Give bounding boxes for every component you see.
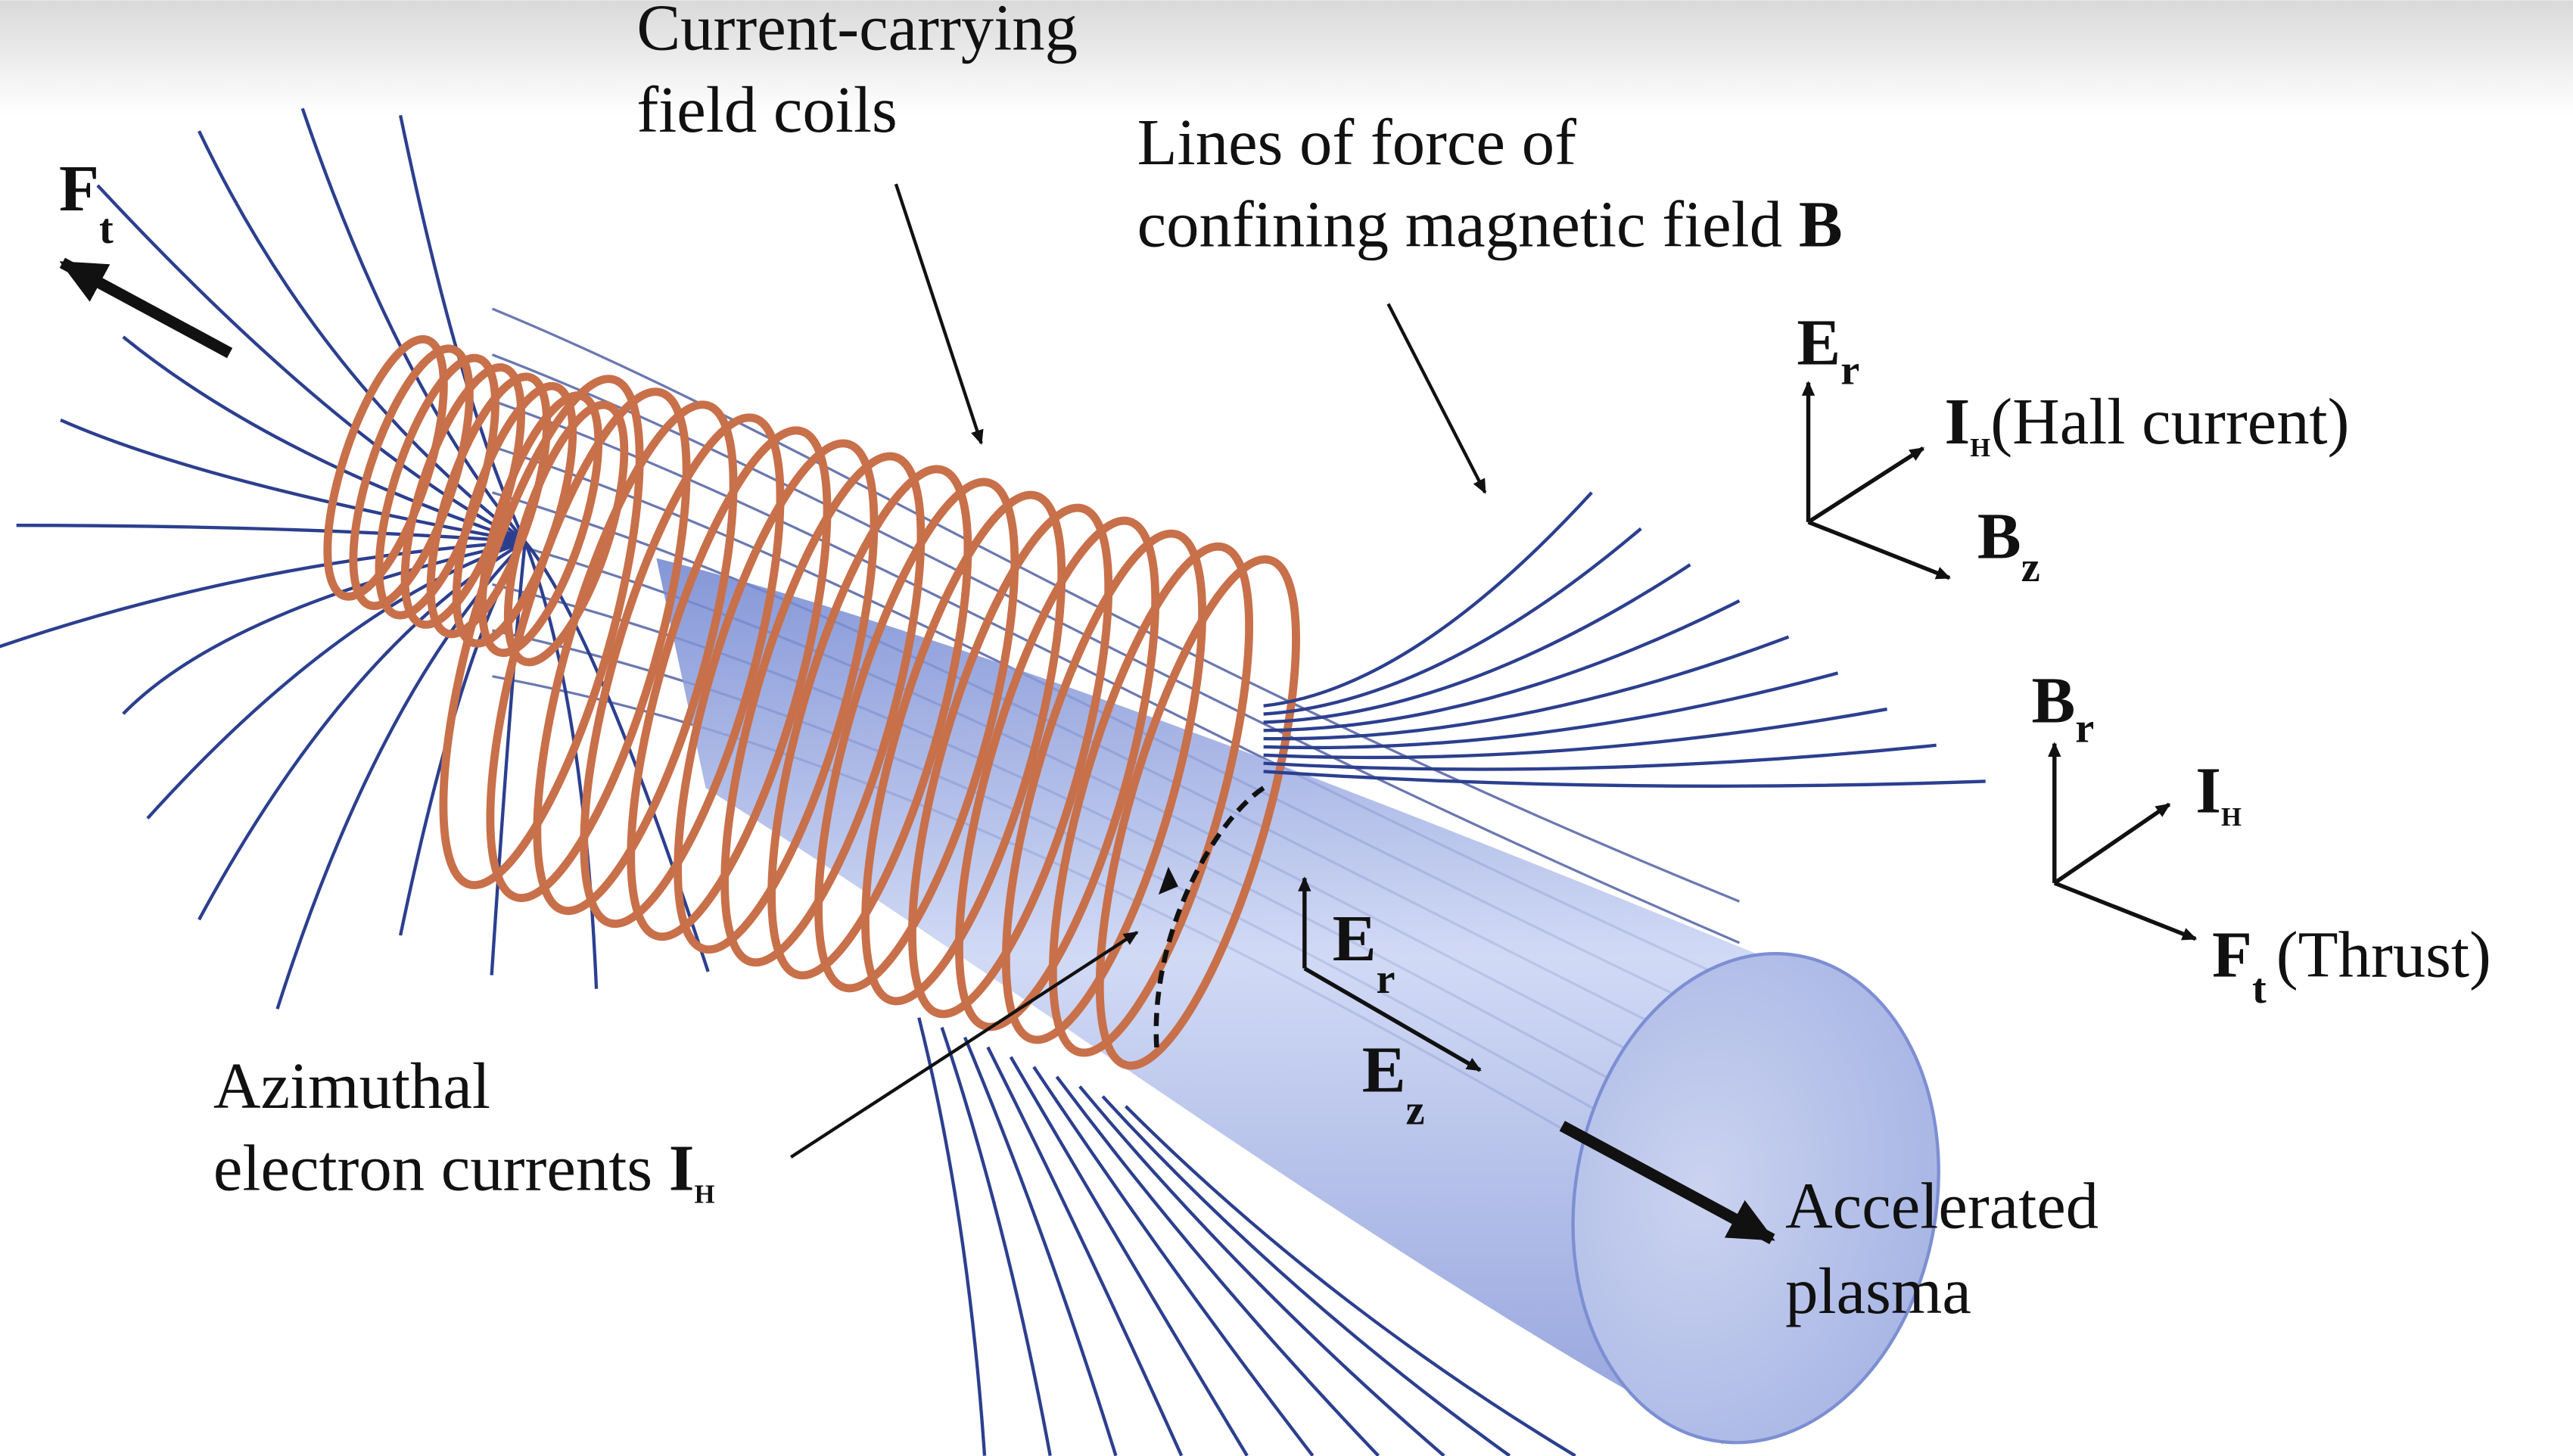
azimuthal-current-ring [1153, 786, 1265, 1051]
coil-ring-large [627, 426, 832, 941]
coil-ring-large [720, 452, 926, 967]
coil-ring-large [674, 439, 879, 954]
field-line [1263, 563, 1691, 724]
field-line [1263, 671, 1839, 750]
plasma-exit-face [1571, 952, 1940, 1445]
field-line [1263, 770, 1986, 788]
top-fade-band [0, 0, 2573, 116]
field-line [1263, 707, 1888, 760]
coil-ring-small [503, 400, 629, 667]
coil-ring-large [580, 413, 785, 929]
coil-ring-large [814, 478, 1019, 993]
coil-ring-large [439, 375, 644, 890]
field-line [963, 1036, 1118, 1456]
coils-label-line2: field coils [636, 73, 897, 146]
field-line [1263, 743, 1937, 771]
field-line [986, 1046, 1184, 1456]
azimuthal-arrow-icon [1158, 866, 1178, 895]
field-line [0, 540, 526, 649]
field-line [917, 1017, 987, 1456]
ft-main-label: Ft [59, 152, 114, 253]
coil-ring-large [767, 465, 972, 980]
thrust-reaction-arrow [59, 257, 233, 359]
field-line [122, 335, 526, 543]
accelerated-label-line1: Accelerated [1785, 1169, 2099, 1242]
field-line [1263, 491, 1593, 708]
field-label-line1: Lines of force of [1137, 106, 1576, 179]
ez-inner-arrow [1303, 966, 1482, 1072]
coil-ring-large [486, 387, 691, 903]
er-inner-label: Er [1333, 902, 1395, 1003]
coil-ring-large [861, 490, 1066, 1006]
field-line [146, 540, 526, 820]
field-line [1263, 527, 1642, 716]
field-line [1101, 1095, 1511, 1456]
field-line [1032, 1066, 1315, 1456]
ez-inner-label: Ez [1362, 1033, 1425, 1134]
field-leader-line [1386, 303, 1487, 494]
field-line [1263, 599, 1741, 733]
coil-ring-large [908, 503, 1113, 1019]
coil-ring-small [323, 334, 448, 601]
coils-leader-line [894, 183, 984, 445]
field-line [490, 541, 527, 975]
coil-ring-large [954, 516, 1160, 1031]
field-line [1078, 1085, 1445, 1456]
field-lines-front [917, 491, 1986, 1456]
axes1-ih-label: IH(Hall current) [1945, 385, 2350, 462]
coil-ring-large [1095, 555, 1300, 1070]
coil-ring-large [533, 400, 738, 916]
axes-triad-er-ih-bz [1801, 381, 1952, 580]
azimuthal-label-line2: electron currents IH [213, 1131, 715, 1209]
coil-ring-small [349, 344, 474, 611]
plasma-exhaust-arrow [1559, 1121, 1775, 1245]
axes-triad-br-ih-ft [2048, 742, 2198, 941]
field-line [1263, 635, 1790, 741]
field-label-line2: confining magnetic field B [1137, 188, 1843, 261]
field-line [198, 130, 527, 543]
coil-ring-large [1001, 529, 1207, 1044]
axes1-er-label: Er [1797, 306, 1859, 394]
field-coils [323, 334, 1300, 1070]
accelerated-label-line2: plasma [1785, 1255, 1971, 1327]
field-line [1055, 1075, 1380, 1456]
axes2-ft-label: Ft(Thrust) [2212, 919, 2491, 1013]
coils-label-line1: Current-carrying [636, 0, 1078, 64]
coil-ring-large [1048, 542, 1254, 1057]
axes2-ih-label: IH [2195, 754, 2242, 832]
field-line [300, 107, 527, 543]
field-line [940, 1027, 1052, 1456]
axes2-br-label: Br [2031, 664, 2094, 751]
field-line [1124, 1105, 1576, 1456]
axes1-bz-label: Bz [1977, 500, 2040, 591]
azimuthal-leader-line [789, 931, 1139, 1159]
field-line [491, 353, 1741, 944]
coil-ring-small [478, 391, 603, 658]
azimuthal-label-line1: Azimuthal [213, 1050, 490, 1122]
field-line [122, 540, 526, 715]
field-line [1009, 1056, 1249, 1456]
